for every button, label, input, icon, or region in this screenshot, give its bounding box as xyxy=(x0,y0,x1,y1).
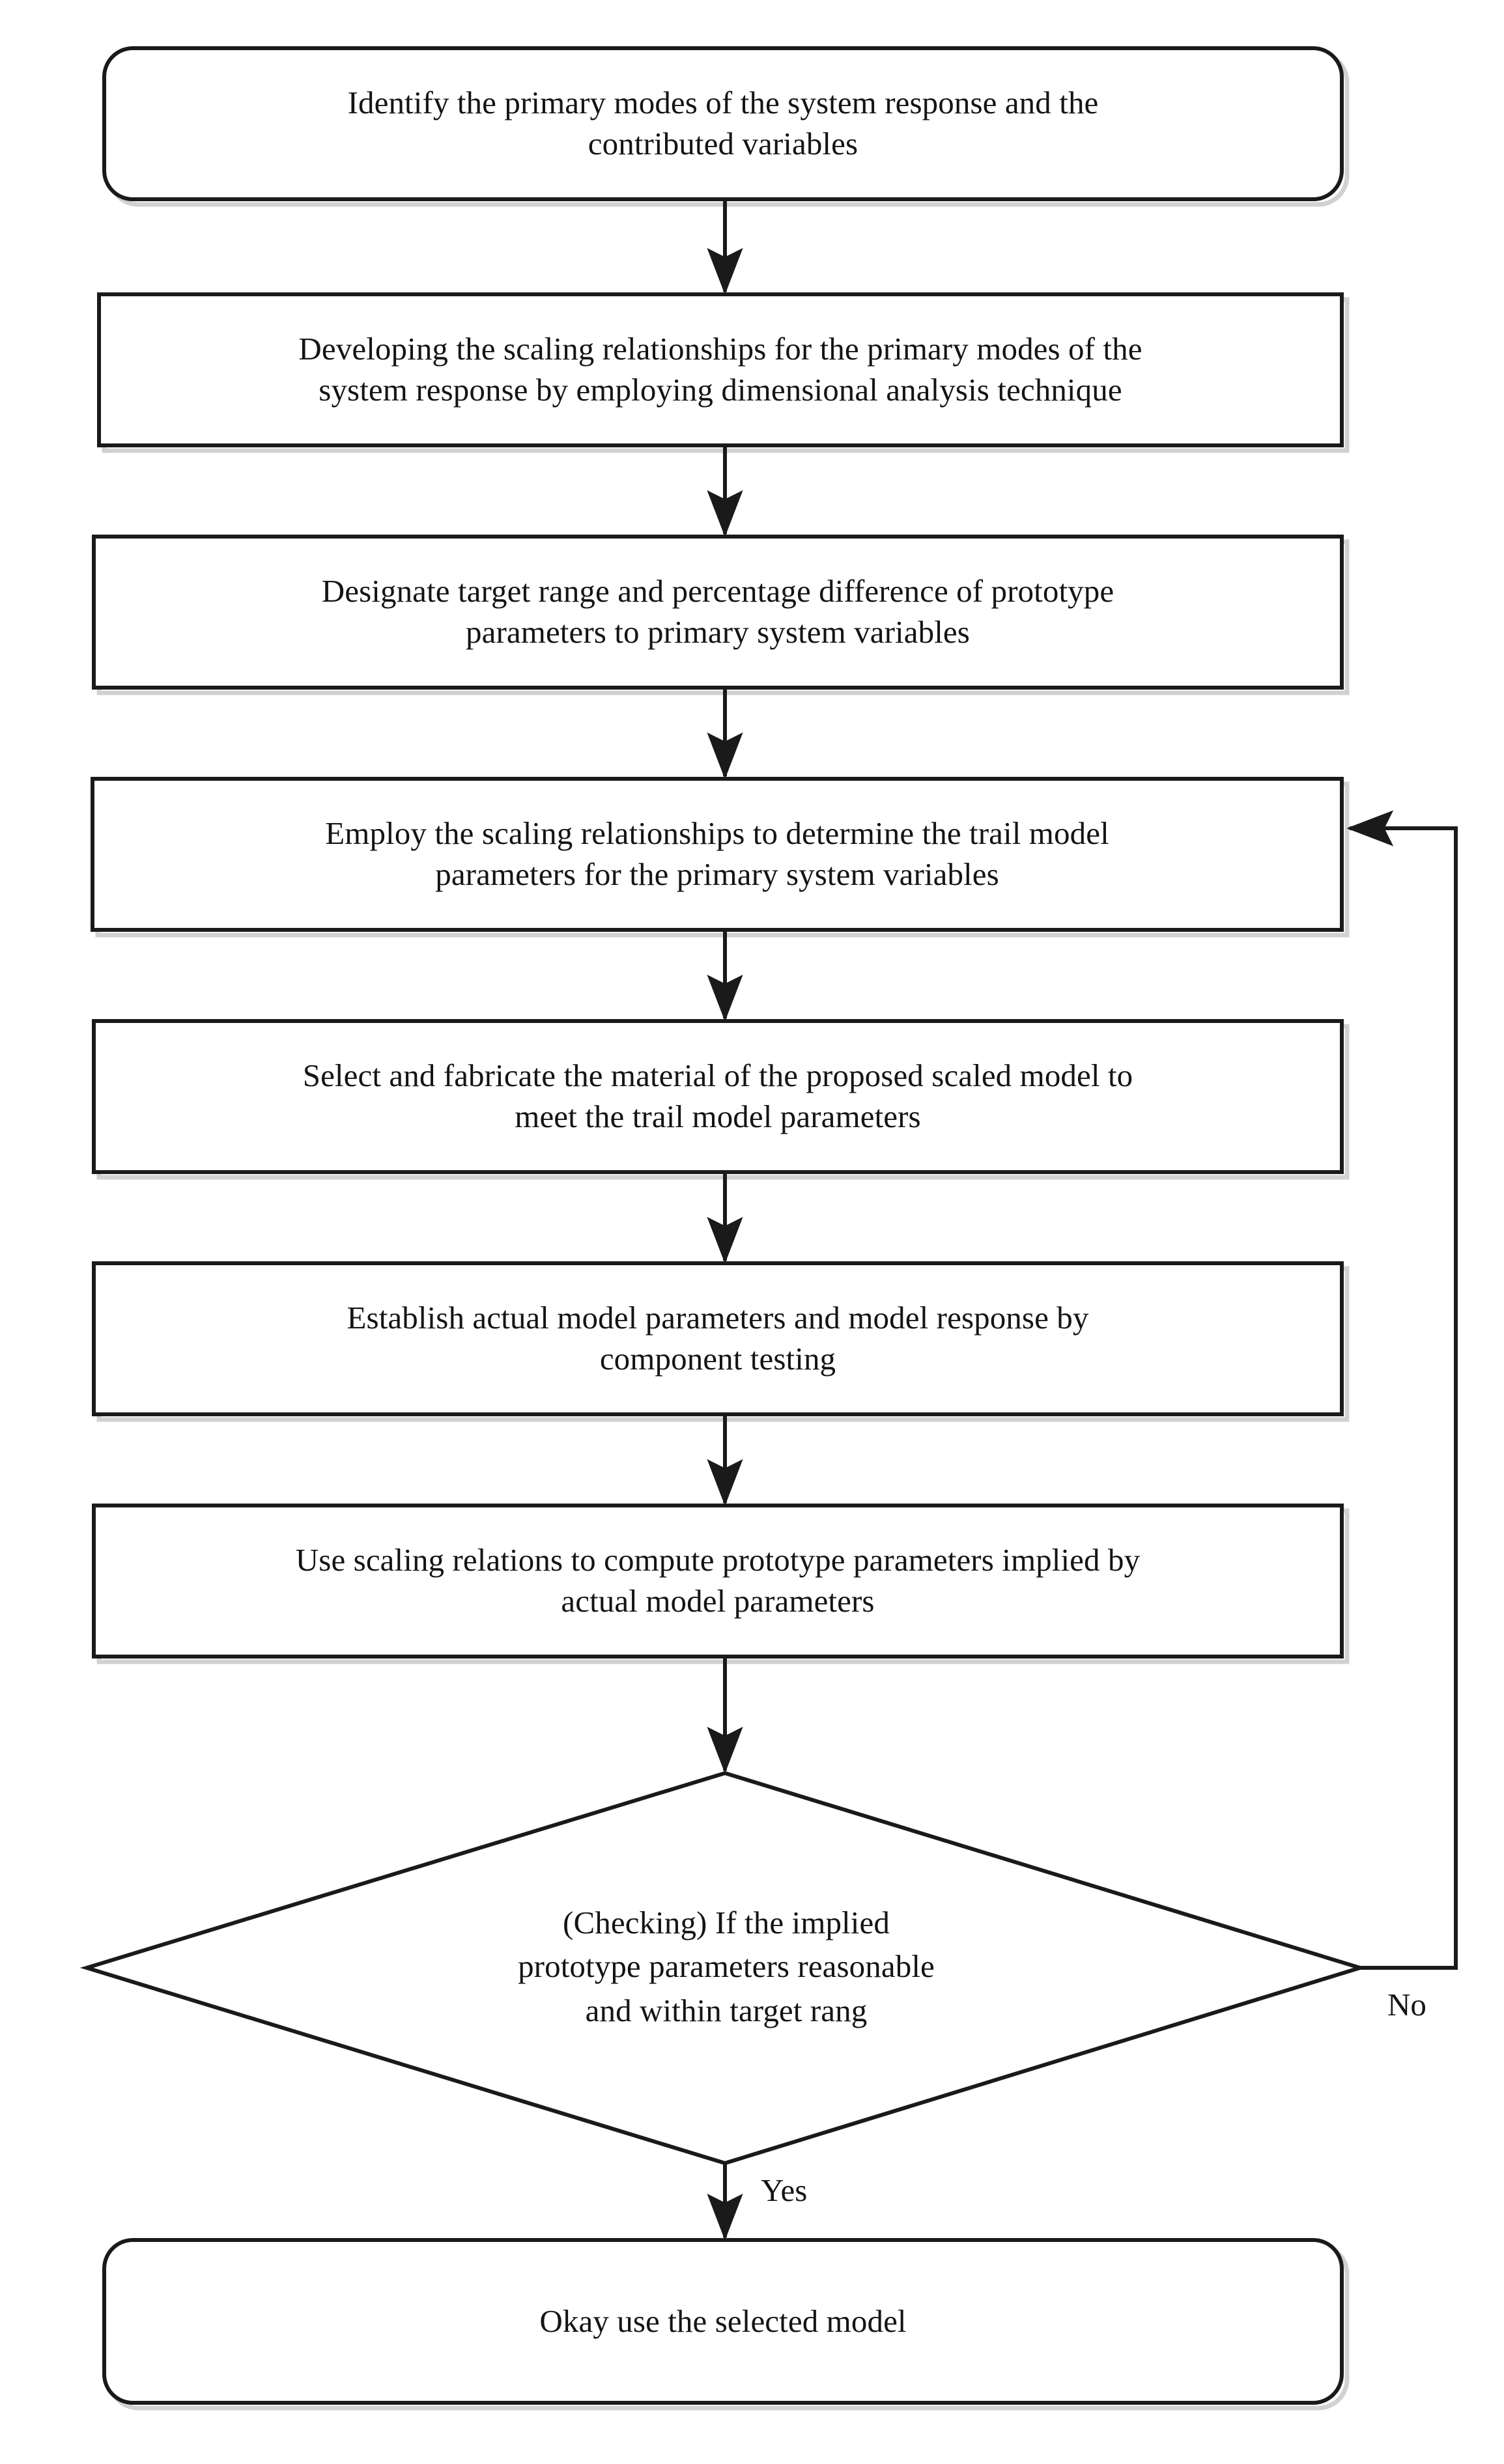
node-n5[interactable] xyxy=(94,1021,1342,1172)
node-n7[interactable] xyxy=(94,1505,1342,1657)
node-n6[interactable] xyxy=(94,1263,1342,1414)
node-n9[interactable] xyxy=(104,2240,1342,2403)
node-n2[interactable] xyxy=(99,294,1342,445)
node-shape-n6 xyxy=(92,1261,1344,1416)
node-n1[interactable] xyxy=(104,48,1342,199)
edge-label-yes: Yes xyxy=(761,2172,808,2208)
node-n3[interactable] xyxy=(94,537,1342,688)
node-n4[interactable] xyxy=(92,779,1342,930)
node-shape-n7 xyxy=(92,1504,1344,1659)
edge-n8-n4-no xyxy=(1346,810,1458,1970)
edge-label-no: No xyxy=(1387,1987,1426,2023)
